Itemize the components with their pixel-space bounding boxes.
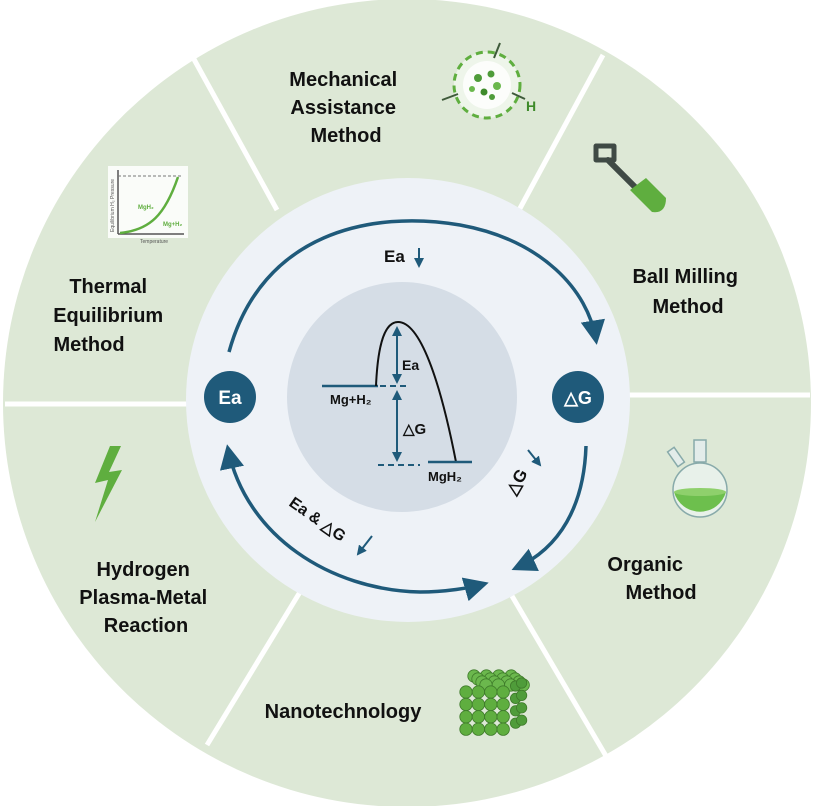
segment-label-plasma: Hydrogen Plasma-Metal Reaction [79, 559, 212, 637]
right-arrow-down-indicator [527, 449, 542, 467]
nanocube-sphere [484, 685, 498, 699]
segment-label-ball-milling: Ball Milling Method [632, 266, 743, 318]
segment-label-mechanical: Mechanical Assistance Method [289, 69, 402, 147]
nanocube-sphere [515, 702, 528, 714]
nanocube-sphere [484, 710, 498, 724]
nanocube-sphere [496, 722, 510, 736]
energy-product-label: MgH₂ [428, 469, 462, 484]
bottom-arrow-down-indicator [356, 535, 373, 556]
node-delta-g-label: △G [563, 388, 592, 408]
nanocube-sphere [484, 697, 498, 712]
nanocube-sphere [471, 710, 485, 724]
nanocube-sphere [484, 722, 498, 736]
node-ea [204, 371, 256, 423]
segment-label-organic: Organic Method [607, 554, 696, 604]
core-circle [287, 282, 517, 512]
nanocube-sphere [459, 685, 473, 699]
equilibrium-plot-icon: Equilibrium H₂ Pressure Temperature MgH₂… [108, 166, 188, 245]
nanocube-sphere [459, 710, 473, 724]
nanocube-sphere [459, 697, 473, 712]
nanocube-sphere [496, 697, 510, 712]
node-delta-g [552, 371, 604, 423]
plot-curve-label-mgh2: MgH₂ [138, 205, 154, 211]
nanocube-sphere [471, 685, 485, 699]
node-ea-label: Ea [218, 388, 242, 409]
top-cycle-arrow [227, 219, 605, 353]
bottom-cycle-arrow [219, 444, 489, 602]
nanocube-sphere [515, 677, 528, 689]
energy-reactant-label: Mg+H₂ [330, 392, 372, 407]
nanocube-sphere [515, 689, 528, 702]
top-arrow-label: Ea [384, 247, 405, 266]
nanocube-icon [459, 669, 530, 736]
nanocube-sphere [471, 722, 485, 736]
mechanical-h-label: H [526, 98, 536, 114]
segment-label-thermal: Thermal Equilibrium Method [53, 276, 169, 356]
nanocube-sphere [496, 710, 510, 724]
segment-dividers [5, 50, 810, 758]
plot-ylabel: Equilibrium H₂ Pressure [110, 179, 116, 232]
nanocube-sphere [515, 714, 528, 726]
energy-delta-label: △G [402, 421, 426, 438]
energy-diagram: Ea △G Mg+H₂ MgH₂ [322, 320, 472, 484]
particle-icon: H [441, 42, 536, 120]
right-cycle-arrow [511, 445, 588, 572]
plot-curve-label-mg-h2: Mg+H₂ [163, 222, 183, 228]
plot-xlabel: Temperature [140, 239, 168, 245]
nanocube-sphere [459, 722, 473, 736]
energy-barrier-label: Ea [402, 357, 419, 373]
flask-icon [666, 439, 728, 518]
shovel-icon [593, 143, 666, 213]
lightning-icon [95, 446, 122, 522]
nanocube-sphere [496, 685, 510, 699]
segment-label-nanotechnology: Nanotechnology [265, 701, 423, 723]
nanocube-sphere [471, 697, 485, 712]
